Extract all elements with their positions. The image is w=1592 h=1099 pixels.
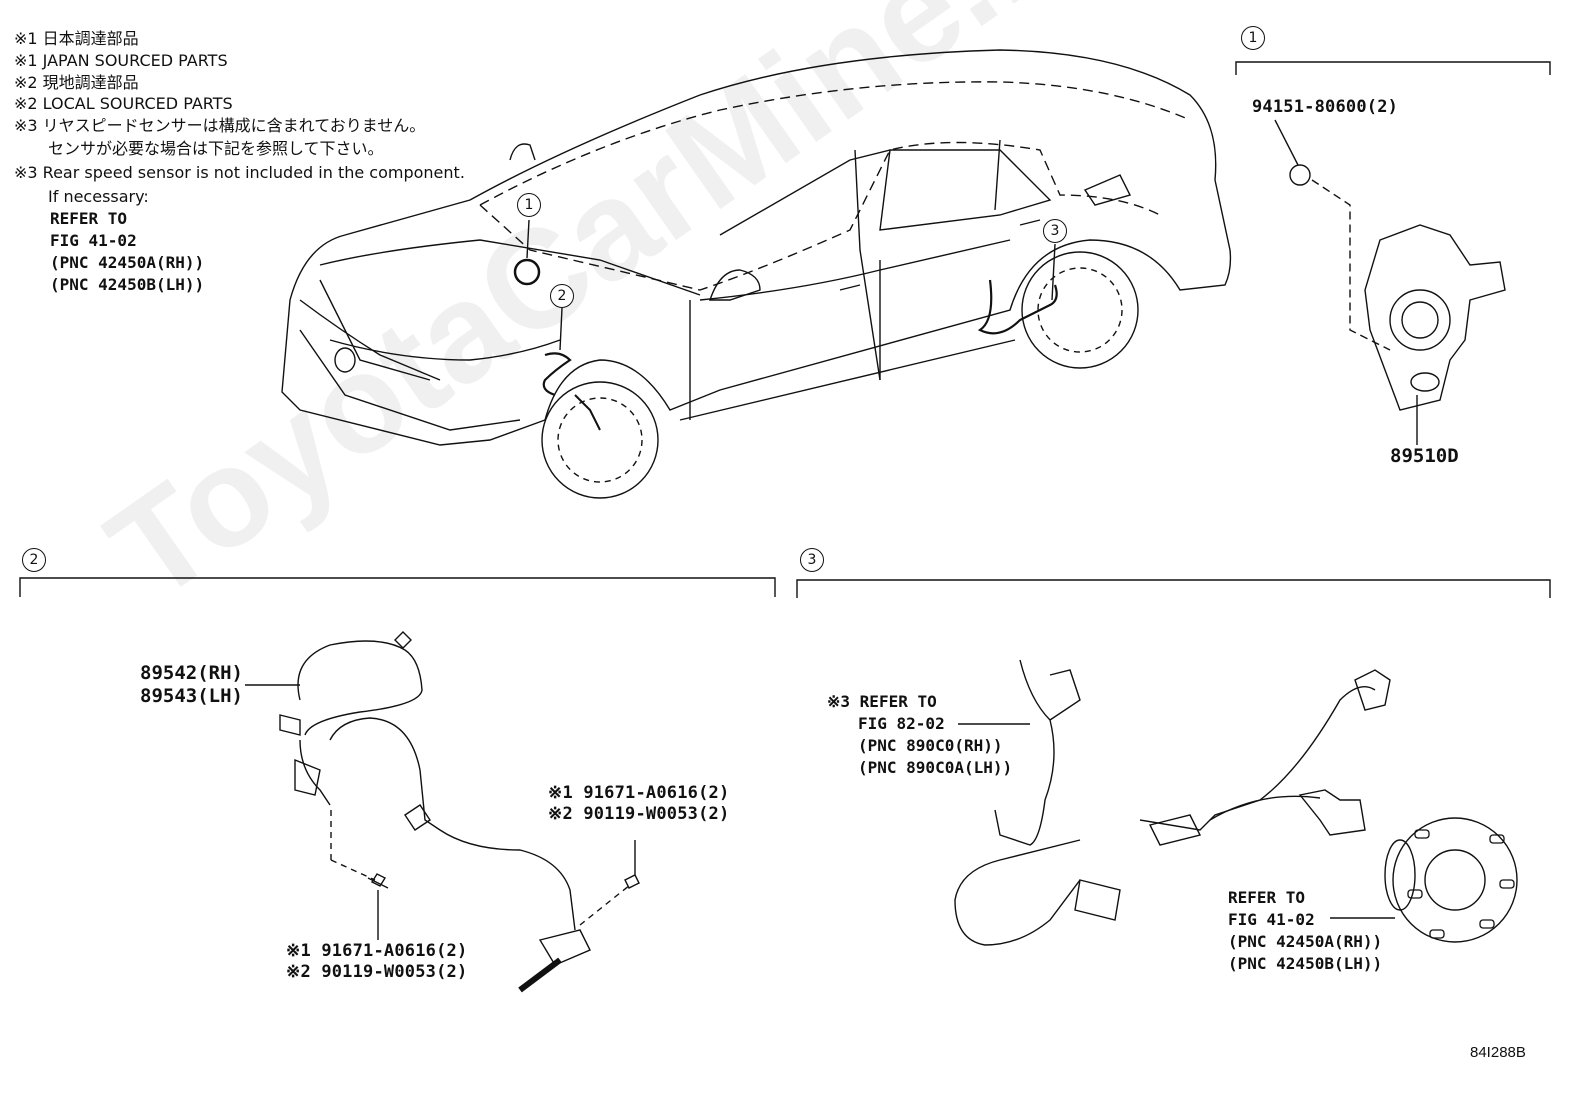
note-local-sourced-en: ※2 LOCAL SOURCED PARTS [14, 94, 233, 113]
car-illustration [281, 49, 1232, 499]
p3-ref1-pnc-rh: (PNC 890C0(RH)) [858, 736, 1003, 755]
note-if-necessary: If necessary: [48, 187, 149, 206]
panel-2-label: 2 [22, 548, 46, 572]
part-91671-a0616-left: ※1 91671-A0616(2) [286, 941, 468, 961]
p3-ref2-pnc-lh: (PNC 42450B(LH)) [1228, 954, 1383, 973]
note-rear-sensor-en: ※3 Rear speed sensor is not included in … [14, 163, 465, 182]
p3-ref2-pnc-rh: (PNC 42450A(RH)) [1228, 932, 1383, 951]
callout-2: 2 [550, 284, 574, 308]
p3-ref2-refer: REFER TO [1228, 888, 1306, 907]
part-91671-a0616-right: ※1 91671-A0616(2) [548, 783, 730, 803]
note-refer-to: REFER TO [50, 209, 128, 228]
p3-ref1-fig: FIG 82-02 [858, 714, 945, 733]
part-90119-w0053-left: ※2 90119-W0053(2) [286, 962, 468, 982]
part-90119-w0053-right: ※2 90119-W0053(2) [548, 804, 730, 824]
p3-ref2-fig: FIG 41-02 [1228, 910, 1315, 929]
part-89543-lh: 89543(LH) [140, 685, 243, 707]
part-89542-rh: 89542(RH) [140, 662, 243, 684]
note-rear-sensor-jp: ※3 リヤスピードセンサーは構成に含まれておりません。 [14, 116, 426, 135]
panel-1-label: 1 [1241, 26, 1265, 50]
note-fig: FIG 41-02 [50, 231, 137, 250]
note-japan-sourced-jp: ※1 日本調達部品 [14, 29, 139, 48]
note-pnc-lh: (PNC 42450B(LH)) [50, 275, 205, 294]
note-rear-sensor-jp-2: センサが必要な場合は下記を参照して下さい。 [48, 139, 384, 158]
part-89510d: 89510D [1390, 445, 1459, 467]
part-94151-80600: 94151-80600(2) [1252, 97, 1399, 117]
note-pnc-rh: (PNC 42450A(RH)) [50, 253, 205, 272]
diagram-code: 84I288B [1470, 1044, 1526, 1061]
callout-1: 1 [517, 193, 541, 217]
panel-3-label: 3 [800, 548, 824, 572]
note-japan-sourced-en: ※1 JAPAN SOURCED PARTS [14, 51, 228, 70]
p3-ref1-pnc-lh: (PNC 890C0A(LH)) [858, 758, 1013, 777]
p3-ref1-refer: ※3 REFER TO [827, 692, 937, 711]
callout-3: 3 [1043, 219, 1067, 243]
note-local-sourced-jp: ※2 現地調達部品 [14, 73, 139, 92]
